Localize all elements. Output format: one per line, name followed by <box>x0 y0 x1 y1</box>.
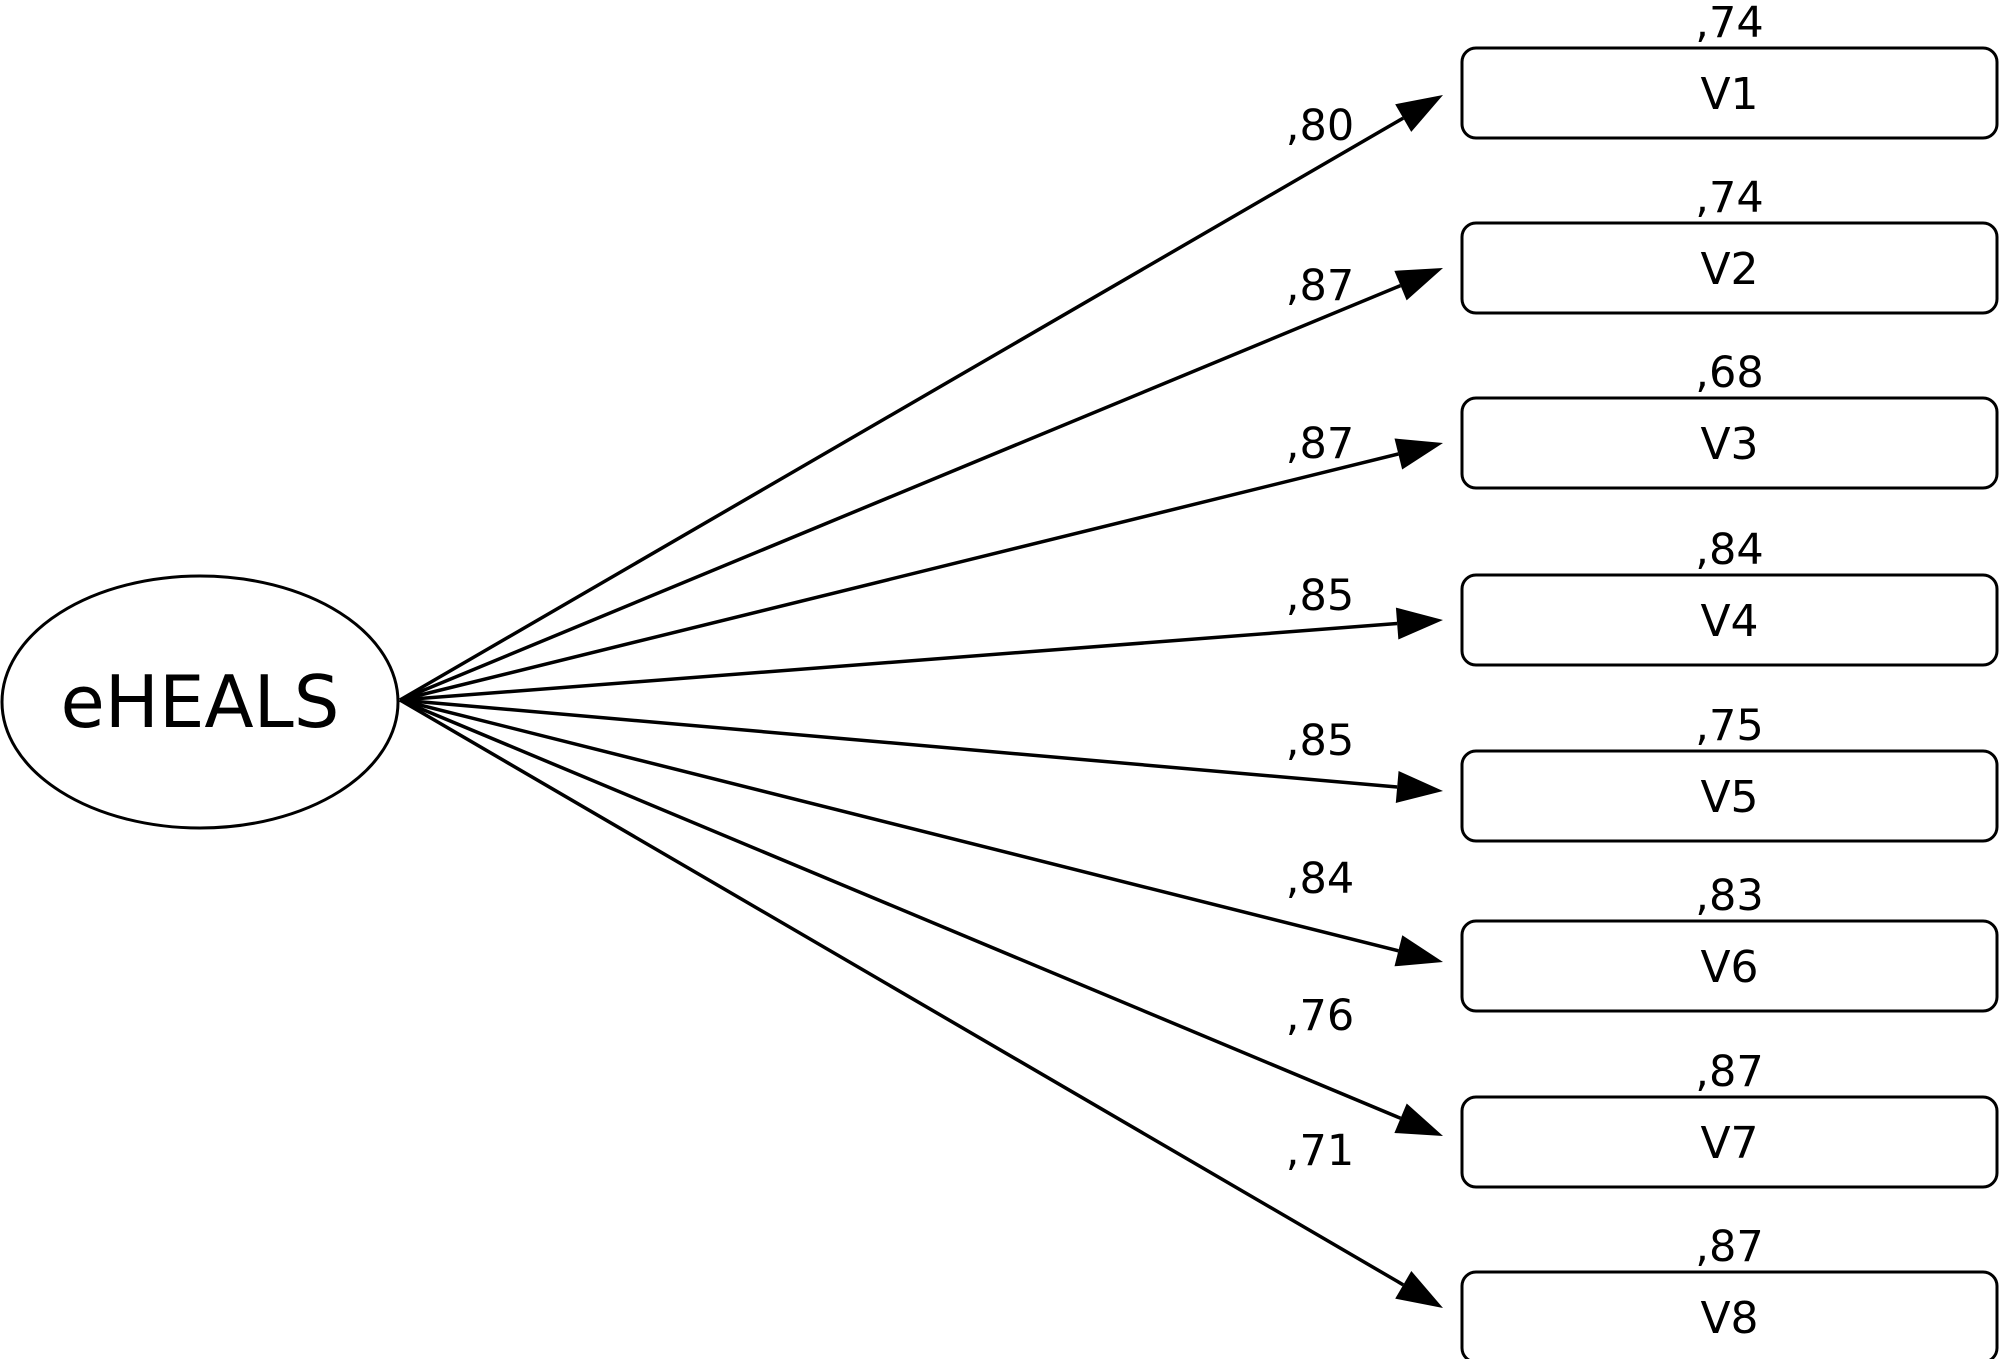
r2-label-v8: ,87 <box>1695 1222 1763 1272</box>
loading-paths: ,80 ,87 ,87 ,85 ,85 ,84 ,76 ,71 <box>399 95 1443 1308</box>
path-line-v7 <box>399 698 1402 1120</box>
indicator-box-v7 <box>1460 1095 1999 1189</box>
latent-label: eHEALS <box>61 660 340 744</box>
r2-label-v6: ,83 <box>1695 871 1763 921</box>
loading-label-v6: ,84 <box>1286 854 1354 904</box>
indicator-box-v2 <box>1460 221 1999 315</box>
arrowhead-v7 <box>1394 1103 1443 1136</box>
path-line-v8 <box>399 698 1405 1287</box>
arrowhead-v1 <box>1395 95 1443 132</box>
arrowhead-v3 <box>1394 438 1443 470</box>
indicator-label-v1: V1 <box>1700 69 1758 120</box>
r2-label-v4: ,84 <box>1695 525 1763 575</box>
path-line-v4 <box>399 621 1398 702</box>
indicator-box-v3 <box>1460 396 1999 490</box>
r2-label-v7: ,87 <box>1695 1047 1763 1097</box>
path-line-v5 <box>399 698 1398 789</box>
path-line-v2 <box>399 283 1402 702</box>
loading-label-v4: ,85 <box>1286 571 1354 621</box>
indicator-label-v5: V5 <box>1700 772 1758 823</box>
path-line-v6 <box>399 698 1399 953</box>
r2-label-v3: ,68 <box>1695 348 1763 398</box>
indicator-box-v8 <box>1460 1270 1999 1359</box>
indicator-box-v5 <box>1460 749 1999 843</box>
loading-label-v3: ,87 <box>1286 419 1354 469</box>
indicator-label-v8: V8 <box>1700 1293 1758 1344</box>
arrowhead-v8 <box>1395 1271 1443 1308</box>
loading-label-v5: ,85 <box>1286 716 1354 766</box>
indicator-label-v4: V4 <box>1700 596 1758 647</box>
latent-ellipse <box>0 574 400 830</box>
arrowhead-v2 <box>1394 268 1443 301</box>
indicator-label-v2: V2 <box>1700 244 1758 295</box>
arrowhead-v4 <box>1395 607 1443 640</box>
loading-label-v7: ,76 <box>1286 991 1354 1041</box>
indicator-label-v7: V7 <box>1700 1118 1758 1169</box>
latent-node: eHEALS <box>0 574 400 830</box>
indicator-label-v3: V3 <box>1700 419 1758 470</box>
indicator-box-v6 <box>1460 919 1999 1013</box>
loading-label-v1: ,80 <box>1286 101 1354 151</box>
indicator-box-v4 <box>1460 573 1999 667</box>
path-line-v3 <box>399 452 1399 702</box>
r2-label-v2: ,74 <box>1695 173 1763 223</box>
arrowhead-v5 <box>1395 771 1443 803</box>
r2-label-v5: ,75 <box>1695 701 1763 751</box>
loading-label-v2: ,87 <box>1286 261 1354 311</box>
indicator-box-v1 <box>1460 46 1999 140</box>
arrowhead-v6 <box>1394 935 1443 967</box>
loading-label-v8: ,71 <box>1286 1126 1354 1176</box>
indicator-label-v6: V6 <box>1700 942 1758 993</box>
r2-label-v1: ,74 <box>1695 0 1763 48</box>
path-line-v1 <box>399 116 1405 702</box>
